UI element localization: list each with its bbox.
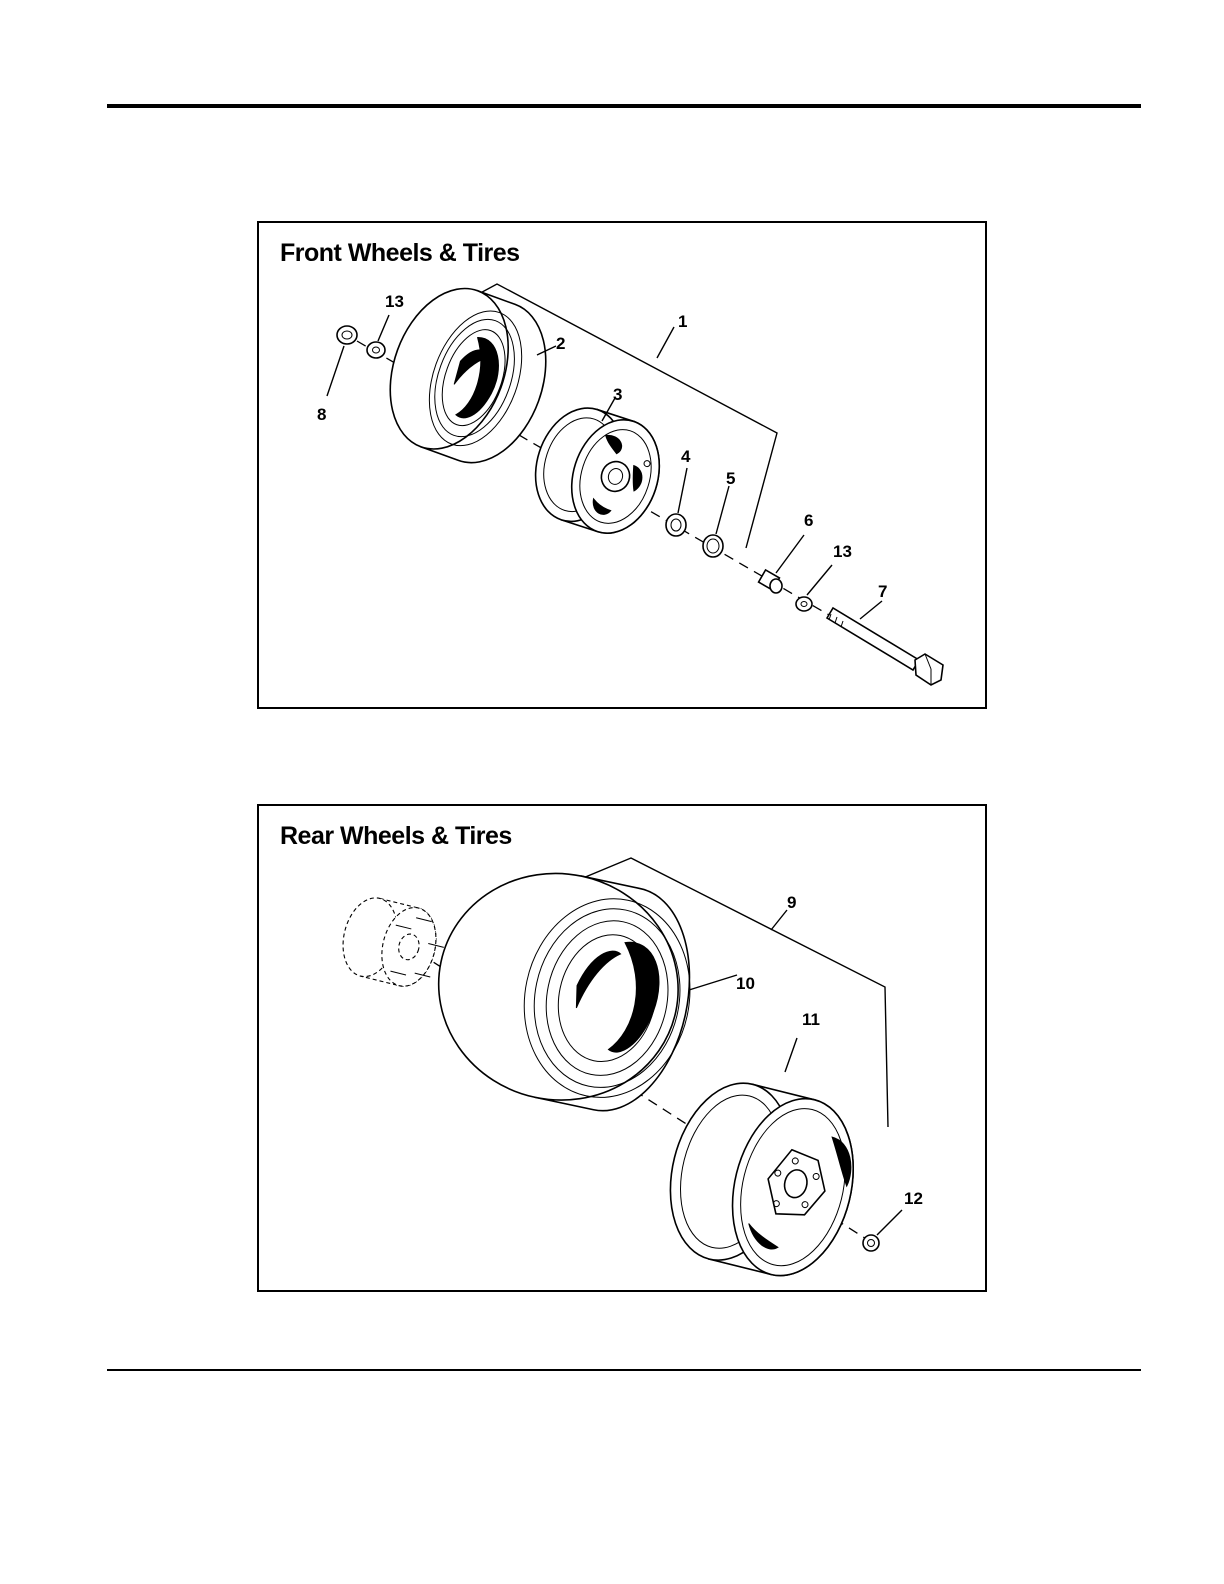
rear-wheels-panel: Rear Wheels & Tires 9 (257, 804, 987, 1292)
part-5-seal (703, 535, 723, 557)
part-6-spacer (759, 570, 782, 593)
part-13-washer-left (367, 342, 385, 358)
callout-1: 1 (678, 312, 687, 331)
callout-13-left: 13 (385, 292, 404, 311)
part-10-rear-tire (418, 851, 711, 1124)
callout-13-right: 13 (833, 542, 852, 561)
rear-wheel-exploded-view: 9 10 (259, 806, 985, 1290)
callout-10: 10 (736, 974, 755, 993)
footer-rule (107, 1369, 1141, 1371)
part-8-locknut (337, 326, 357, 344)
leader-5 (716, 486, 729, 534)
part-4-bearing (666, 514, 686, 536)
callout-6: 6 (804, 511, 813, 530)
part-3-front-rim (521, 397, 673, 545)
leader-1 (657, 327, 674, 358)
callout-2: 2 (556, 334, 565, 353)
front-wheel-exploded-view: 1 8 13 2 (259, 223, 985, 707)
callout-9: 9 (787, 893, 796, 912)
part-13-washer-right (796, 597, 812, 611)
callout-5: 5 (726, 469, 735, 488)
part-11-rear-rim (653, 1070, 871, 1288)
leader-6 (776, 535, 804, 573)
part-7-axle-bolt (827, 608, 943, 685)
leader-8 (327, 346, 344, 396)
callout-11: 11 (802, 1010, 820, 1029)
part-12-lug-nut (863, 1235, 879, 1251)
callout-4: 4 (681, 447, 691, 466)
leader-13-right (807, 565, 832, 595)
leader-7 (860, 601, 882, 619)
rear-hub-phantom (335, 892, 451, 994)
callout-3: 3 (613, 385, 622, 404)
callout-7: 7 (878, 582, 887, 601)
leader-10 (689, 975, 737, 990)
header-rule (107, 104, 1141, 108)
leader-12 (877, 1210, 902, 1235)
leader-11 (785, 1038, 797, 1072)
front-wheels-panel: Front Wheels & Tires 1 8 13 (257, 221, 987, 709)
leader-13-left (378, 315, 389, 341)
leader-9 (771, 910, 787, 930)
leader-4 (678, 468, 687, 513)
callout-8: 8 (317, 405, 326, 424)
callout-12: 12 (904, 1189, 923, 1208)
